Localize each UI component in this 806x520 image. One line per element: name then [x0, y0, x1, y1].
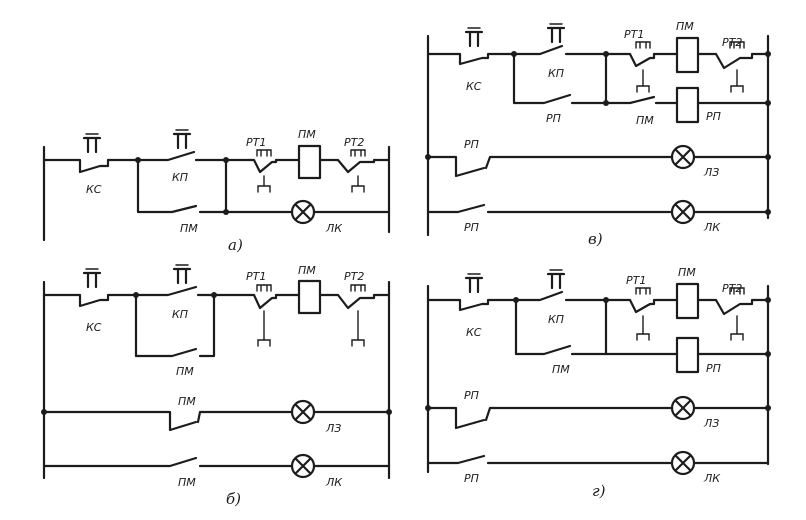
label-rp-lk-v: РП [464, 221, 479, 234]
rp-coil-v [675, 86, 700, 124]
diagram-v: КС КП РТ1 ПМ РТ2 РП ПМ РП РП ЛЗ РП ЛК в) [425, 20, 771, 248]
label-ks-v: КС [466, 80, 482, 93]
label-ks-g: КС [466, 326, 482, 339]
caption-v: в) [588, 230, 603, 248]
lamp-lk-b [290, 453, 316, 479]
label-kp-g: КП [548, 313, 564, 326]
label-pm-contact-a: ПМ [180, 222, 198, 235]
rp-coil-g [675, 336, 700, 374]
lamp-lz-g [670, 395, 696, 421]
label-rt2-g: РТ2 [722, 282, 742, 295]
label-rt1-v: РТ1 [624, 28, 644, 41]
label-lz-b: ЛЗ [325, 422, 341, 435]
label-pm-coil-a: ПМ [298, 128, 316, 141]
label-lk-a: ЛК [325, 222, 343, 235]
lamp-lz-v [670, 144, 696, 170]
label-pm-lk-b: ПМ [178, 476, 196, 489]
caption-b: б) [226, 490, 241, 508]
diagram-b: КС КП РТ1 ПМ РТ2 ПМ ПМ ЛЗ ПМ ЛК б) [41, 263, 392, 508]
label-kp-v: КП [548, 67, 564, 80]
label-rp-coil-g: РП [706, 362, 721, 375]
pm-coil-a [297, 144, 322, 180]
label-rt2-v: РТ2 [722, 36, 742, 49]
label-kp-a: КП [172, 171, 188, 184]
pm-coil-b [297, 279, 322, 315]
label-rt1-b: РТ1 [246, 270, 266, 283]
label-lz-g: ЛЗ [703, 417, 719, 430]
label-ks-b: КС [86, 321, 102, 334]
label-rt1-g: РТ1 [626, 274, 646, 287]
diagram-g: КС КП РТ1 ПМ РТ2 ПМ РП РП ЛЗ РП ЛК г) [425, 266, 771, 500]
label-rp-lk-g: РП [464, 472, 479, 485]
label-pm-coil-b: ПМ [298, 264, 316, 277]
label-pm-contact-v: ПМ [636, 114, 654, 127]
label-rp-coil-v: РП [706, 110, 721, 123]
label-pm-lz-b: ПМ [178, 395, 196, 408]
lamp-lk-g [670, 450, 696, 476]
label-lz-v: ЛЗ [703, 166, 719, 179]
label-rt1-a: РТ1 [246, 136, 266, 149]
label-rp-lz-v: РП [464, 138, 479, 151]
label-pm-coil-g: ПМ [678, 266, 696, 279]
label-pm-coil-v: ПМ [676, 20, 694, 33]
label-pm-contact-b: ПМ [176, 365, 194, 378]
label-ks-a: КС [86, 183, 102, 196]
lamp-lk-v [670, 199, 696, 225]
label-kp-b: КП [172, 308, 188, 321]
label-rt2-b: РТ2 [344, 270, 364, 283]
label-rt2-a: РТ2 [344, 136, 364, 149]
caption-g: г) [592, 482, 606, 500]
label-rp-contact-v: РП [546, 112, 561, 125]
diagram-a: КС КП РТ1 ПМ РТ2 ПМ ЛК а) [42, 128, 391, 254]
label-lk-g: ЛК [703, 472, 721, 485]
label-lk-v: ЛК [703, 221, 721, 234]
pm-coil-v [675, 36, 700, 74]
lamp-lz-b [290, 399, 316, 425]
pm-coil-g [675, 282, 700, 320]
label-pm-contact-g: ПМ [552, 363, 570, 376]
caption-a: а) [228, 236, 243, 254]
lamp-lk-a [290, 199, 316, 225]
label-lk-b: ЛК [325, 476, 343, 489]
label-rp-lz-g: РП [464, 389, 479, 402]
